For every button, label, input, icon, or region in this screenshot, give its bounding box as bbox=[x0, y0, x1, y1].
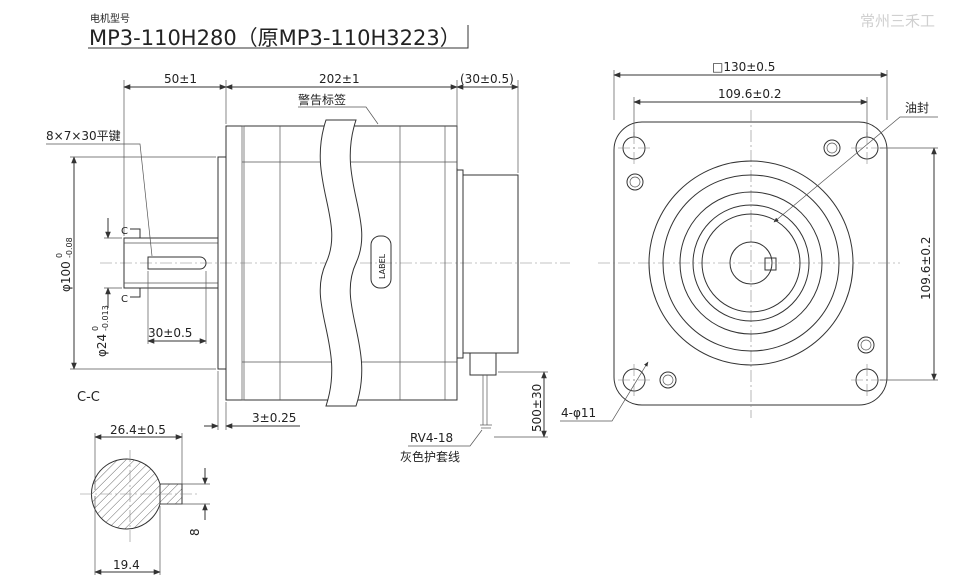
label-plate-text: LABEL bbox=[378, 253, 387, 279]
section-mark-top: C bbox=[121, 226, 128, 237]
key-slot bbox=[147, 256, 207, 270]
rear-cap bbox=[456, 169, 464, 359]
front-view: □130±0.5 109.6±0.2 109.6±0.2 油封 4-φ11 bbox=[560, 60, 938, 422]
watermark-text: 常州三禾工 bbox=[860, 12, 935, 30]
section-title: C-C bbox=[77, 390, 100, 405]
key-end bbox=[764, 257, 777, 271]
holes-label: 4-φ11 bbox=[561, 406, 596, 420]
key-label-text: 8×7×30平键 bbox=[46, 129, 121, 143]
sleeve-label: 灰色护套线 bbox=[400, 450, 460, 464]
label-plate bbox=[370, 235, 392, 289]
bolt-head-3 bbox=[857, 336, 875, 354]
dim-shaft-tol-upper: 0 bbox=[91, 326, 100, 331]
bolt-head-1 bbox=[823, 139, 841, 157]
dim-pitch-vertical: 109.6±0.2 bbox=[919, 237, 933, 301]
dim-body-length: 202±1 bbox=[319, 72, 360, 86]
model-caption: 电机型号 bbox=[90, 12, 130, 25]
section-view: C-C 26.4±0.5 8 19.4 bbox=[77, 390, 210, 575]
bolt-head-2 bbox=[626, 173, 644, 191]
model-number: MP3-110H280（原MP3-110H3223） bbox=[89, 26, 461, 50]
terminal-label: RV4-18 bbox=[410, 431, 453, 445]
section-mark-bottom: C bbox=[121, 294, 128, 305]
dim-section-bottom: 19.4 bbox=[113, 558, 140, 572]
dim-cable-length: 500±30 bbox=[530, 384, 544, 432]
dim-shaft-diameter: φ24 bbox=[95, 334, 109, 357]
cable-gland bbox=[469, 352, 497, 376]
dim-shaft-tol-lower: -0.013 bbox=[101, 305, 110, 331]
dim-key-length: 30±0.5 bbox=[148, 326, 192, 340]
dim-pitch-horizontal: 109.6±0.2 bbox=[718, 87, 782, 101]
title-block: 电机型号 MP3-110H280（原MP3-110H3223） bbox=[88, 12, 469, 50]
dim-shaft-length: 50±1 bbox=[164, 72, 197, 86]
dim-flange-tol-lower: -0.08 bbox=[65, 237, 74, 258]
dim-flange-tol-upper: 0 bbox=[55, 253, 64, 258]
dim-flange-thickness: 3±0.25 bbox=[252, 411, 296, 425]
dim-section-top: 26.4±0.5 bbox=[110, 423, 166, 437]
oil-seal-label: 油封 bbox=[905, 101, 929, 115]
dim-key-width: 8 bbox=[188, 528, 202, 536]
dim-rear-length: (30±0.5) bbox=[460, 72, 514, 86]
side-view: LABEL 50±1 202±1 (30±0.5) 警告标签 8×7×30平键 … bbox=[46, 72, 570, 464]
break-line bbox=[319, 119, 363, 407]
dim-flange-diameter: φ100 bbox=[59, 261, 73, 292]
bolt-head-4 bbox=[659, 371, 677, 389]
flange-square bbox=[613, 121, 888, 406]
shaft-end bbox=[729, 241, 773, 285]
rear-housing bbox=[462, 174, 519, 354]
dim-square: □130±0.5 bbox=[712, 60, 775, 74]
warning-label-text: 警告标签 bbox=[298, 92, 346, 107]
